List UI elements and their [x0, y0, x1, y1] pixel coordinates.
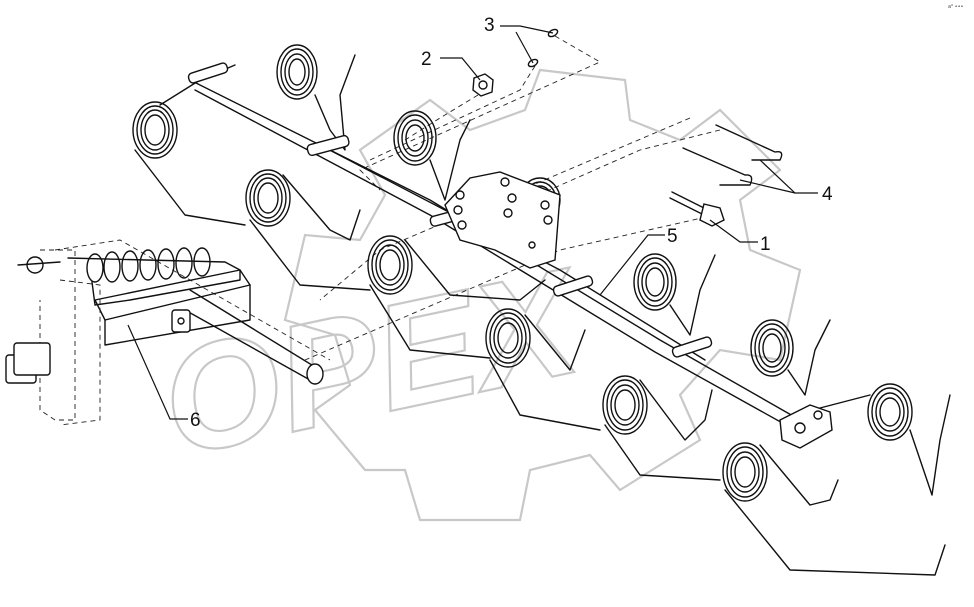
callout-5-label: 5 [667, 226, 678, 247]
tine-coil [602, 375, 648, 435]
spring [86, 247, 211, 283]
callout-3: 3 [484, 15, 554, 64]
tine-coil [867, 383, 913, 441]
callout-2: 2 [421, 49, 481, 81]
watermark-gear [283, 68, 802, 522]
spring-assembly [5, 247, 324, 426]
pins [682, 124, 783, 186]
callout-1-label: 1 [760, 234, 771, 255]
callout-6: 6 [127, 324, 201, 431]
nut [472, 73, 494, 97]
tine-coil [722, 442, 768, 502]
tine-coil [367, 235, 413, 295]
callout-5: 5 [599, 226, 678, 296]
tine-coil [485, 308, 531, 368]
bolt [669, 191, 725, 227]
tine-coil [633, 253, 677, 311]
tine-clamps [187, 62, 713, 358]
callout-2-label: 2 [421, 49, 432, 70]
callouts: 1 2 3 4 5 6 [127, 15, 833, 431]
callout-1: 1 [709, 219, 771, 255]
callout-3-label: 3 [484, 15, 495, 36]
end-clamp [779, 404, 833, 449]
tine-coil [393, 110, 437, 166]
tine-coil [276, 44, 318, 100]
callout-4-label: 4 [822, 184, 833, 205]
tine-coil [245, 169, 291, 227]
tine-coils [132, 44, 913, 502]
tine-coil [132, 101, 178, 159]
mounting-bracket [444, 171, 561, 269]
callout-4: 4 [739, 159, 833, 205]
tine-coil [750, 319, 794, 377]
watermark: OPEX [147, 68, 802, 522]
callout-6-label: 6 [190, 410, 201, 431]
corner-mark: a⁰ ••• [948, 4, 964, 10]
